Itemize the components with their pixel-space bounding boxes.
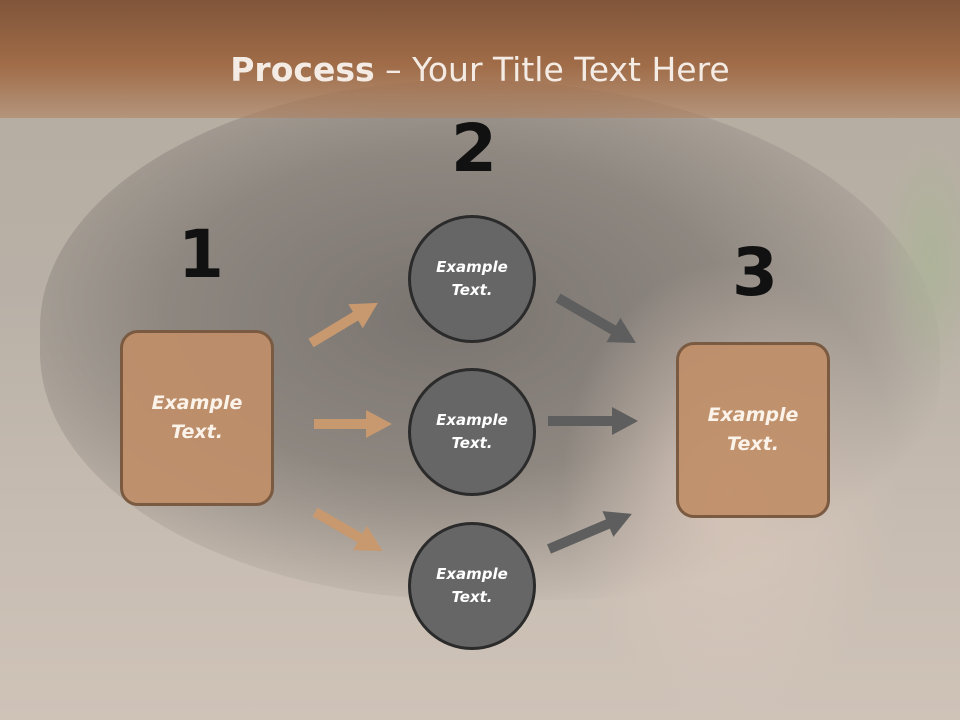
step-3-text: Example Text. <box>707 404 799 455</box>
step-number-1: 1 <box>178 216 224 293</box>
arrow-top-to-box3 <box>555 293 636 343</box>
step-3-box[interactable]: Example Text. <box>676 342 830 518</box>
title-banner <box>0 0 960 118</box>
arrow-to-bottom-circle <box>312 507 383 551</box>
step-2-circle-bottom[interactable]: Example Text. <box>408 522 536 650</box>
title-rest: – Your Title Text Here <box>374 50 730 89</box>
circle-bottom-text: Example Text. <box>436 565 508 606</box>
circle-middle-text: Example Text. <box>436 411 508 452</box>
gray-arrows <box>547 293 638 554</box>
step-1-text: Example Text. <box>151 392 243 443</box>
step-2-circle-middle[interactable]: Example Text. <box>408 368 536 496</box>
step-number-2: 2 <box>451 110 497 187</box>
arrow-bottom-to-box3 <box>547 511 632 554</box>
circle-top-text: Example Text. <box>436 258 508 299</box>
step-2-circle-top[interactable]: Example Text. <box>408 215 536 343</box>
background-foliage-shape <box>880 130 960 390</box>
arrow-middle-to-box3 <box>548 407 638 435</box>
arrow-to-top-circle <box>308 302 378 348</box>
slide-title[interactable]: Process – Your Title Text Here <box>0 50 960 89</box>
title-bold: Process <box>230 50 375 89</box>
arrow-to-middle-circle <box>314 410 392 438</box>
tan-arrows <box>308 302 392 551</box>
step-1-box[interactable]: Example Text. <box>120 330 274 506</box>
step-number-3: 3 <box>732 234 778 311</box>
